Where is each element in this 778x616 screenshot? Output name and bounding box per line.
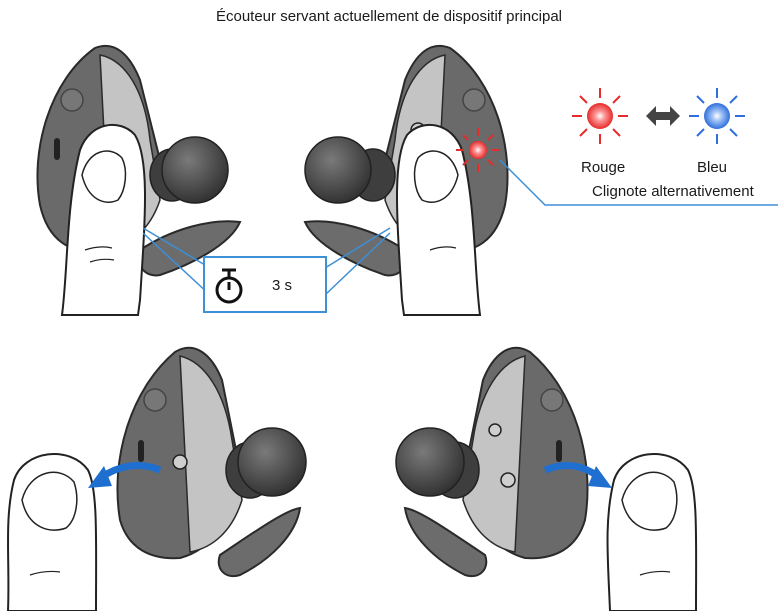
finger-bottom-right [608, 454, 697, 611]
led-red-label: Rouge [581, 159, 625, 177]
timer-duration: 3 s [272, 277, 292, 295]
finger-bottom-left [8, 454, 96, 611]
led-legend-blue [689, 88, 745, 144]
figure-title: Écouteur servant actuellement de disposi… [0, 8, 778, 26]
earbud-bottom-left [117, 348, 306, 576]
led-alternate-label: Clignote alternativement [592, 183, 754, 201]
led-blue-label: Bleu [697, 159, 727, 177]
led-legend-red [572, 88, 628, 144]
earbud-bottom-right [396, 348, 588, 576]
double-arrow-icon [646, 106, 680, 126]
timer-box [204, 257, 326, 312]
